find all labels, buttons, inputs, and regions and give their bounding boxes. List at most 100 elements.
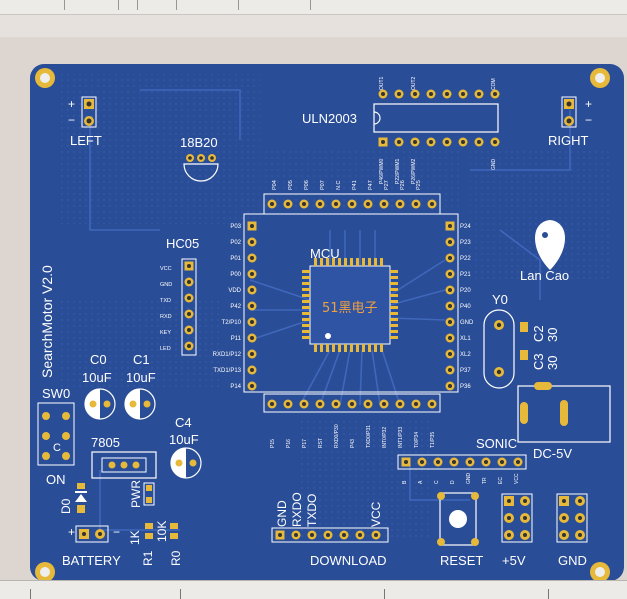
hc05-module[interactable]: HC05 (166, 236, 199, 356)
mcu-pin-label: GND (460, 320, 474, 326)
power-switch-sw0[interactable]: SW0 C ON (37, 386, 75, 487)
power-led[interactable]: PWR (129, 480, 155, 508)
qfp-pin (356, 258, 359, 266)
sonic-pin-label: EC (498, 477, 504, 484)
qfp-pin (374, 344, 377, 352)
hc05-pin-label: TXD (160, 298, 171, 304)
c2-value: 30 (545, 328, 560, 342)
pad (465, 457, 475, 467)
uln2003-chip[interactable]: ULN2003 (302, 103, 499, 133)
uln-top-labels: OUT1 OUT2 COM (379, 76, 497, 90)
pad (445, 269, 455, 279)
mcu-right-labels: P24 P23 P22 P21 P20 P40 GND XL1 XL2 P37 … (460, 224, 474, 390)
pad (411, 399, 421, 409)
uln-bottom-label: P22/PWM1 (395, 158, 401, 184)
gnd-header[interactable]: GND (556, 493, 588, 568)
ds18b20-sensor[interactable]: 18B20 (180, 135, 219, 182)
mcu-socket[interactable]: MCU (243, 193, 459, 413)
hc05-pin-labels: VCC GND TXD RXD KEY LED (160, 266, 172, 352)
dc-jack[interactable]: DC-5V (517, 382, 611, 461)
pad (184, 341, 194, 351)
mcu-left-labels: P03 P02 P01 P00 VDD P42 T2/P10 P11 RXD1/… (213, 224, 242, 390)
reset-button[interactable]: RESET (437, 492, 483, 568)
pad (347, 199, 357, 209)
pad (395, 199, 405, 209)
resistor-r0[interactable]: 10K R0 (155, 521, 183, 566)
mcu-pin-label: P20 (460, 288, 471, 294)
download-header[interactable]: GND RXDO TXDO VCC DOWNLOAD (271, 492, 389, 568)
resistor-r1[interactable]: 1K R1 (128, 523, 155, 566)
5v-label: +5V (502, 553, 526, 568)
pad (247, 301, 257, 311)
capacitor-c2[interactable]: C2 30 (520, 322, 560, 342)
mcu-chip[interactable]: 51黑电子 (309, 265, 391, 345)
5v-header[interactable]: +5V (501, 493, 533, 568)
qfp-pin (338, 344, 341, 352)
pad (184, 309, 194, 319)
mcu-pin-label: RXD0/P30 (334, 424, 340, 448)
uln-top-label: COM (491, 78, 497, 90)
right-motor-connector[interactable]: + − RIGHT (548, 96, 592, 148)
capacitor-c4[interactable]: C4 10uF (169, 415, 202, 479)
regulator-7805[interactable]: 7805 (91, 435, 157, 479)
pad (490, 137, 500, 147)
mcu-pin-label: P23 (460, 240, 471, 246)
capacitor-c0[interactable]: C0 10uF (82, 352, 116, 420)
status-separator (180, 589, 181, 599)
pad (481, 457, 491, 467)
d0-label: D0 (59, 498, 73, 514)
uln-pads-top (378, 89, 500, 99)
mcu-right-pads (445, 221, 455, 391)
qfp-pin (380, 344, 383, 352)
toolbar-separator (118, 0, 119, 10)
mcu-pin-label: P26 (400, 180, 406, 190)
sonic-pin-label: GND (466, 473, 472, 485)
pad (401, 457, 411, 467)
pad (315, 399, 325, 409)
r0-value: 10K (155, 521, 169, 542)
pad (299, 399, 309, 409)
hc05-pin-label: VCC (160, 266, 172, 272)
qfp-pin (374, 258, 377, 266)
pad (267, 199, 277, 209)
pad (379, 399, 389, 409)
mcu-pin-label: P07 (320, 180, 326, 190)
capacitor-c1[interactable]: C1 10uF (124, 352, 156, 420)
mcu-pin-label: P17 (302, 439, 308, 448)
pad (347, 399, 357, 409)
capacitor-c3[interactable]: C3 30 (520, 350, 560, 370)
sonic-pin-label: TR (482, 477, 488, 484)
toolbar-separator (137, 0, 138, 10)
mcu-pin-label: TXD0/P31 (366, 425, 372, 448)
pad (458, 137, 468, 147)
pad (445, 381, 455, 391)
pad (184, 277, 194, 287)
left-motor-connector[interactable]: + − LEFT (68, 96, 102, 148)
crystal-y0[interactable]: Y0 (483, 292, 515, 389)
diode-d0[interactable]: D0 (59, 483, 87, 514)
pad (184, 293, 194, 303)
pad (291, 530, 301, 540)
pad (445, 221, 455, 231)
uln-top-label: OUT2 (411, 76, 417, 90)
pad (442, 89, 452, 99)
pad (184, 325, 194, 335)
r1-value: 1K (128, 530, 142, 545)
mcu-pin-label: P36 (460, 384, 471, 390)
qfp-pin (326, 258, 329, 266)
pad (445, 253, 455, 263)
sonic-header[interactable]: SONIC (397, 436, 527, 470)
toolbar-separator (310, 0, 311, 10)
pad (267, 399, 277, 409)
pad (247, 253, 257, 263)
mcu-pin-label: P43 (350, 439, 356, 448)
qfp-pin (302, 288, 310, 291)
qfp-pin (338, 258, 341, 266)
dc-label: DC-5V (533, 446, 572, 461)
mcu-pin-label: VDD (228, 288, 241, 294)
pad (247, 269, 257, 279)
battery-connector[interactable]: + − BATTERY (62, 525, 121, 568)
pad (474, 89, 484, 99)
pad (410, 89, 420, 99)
